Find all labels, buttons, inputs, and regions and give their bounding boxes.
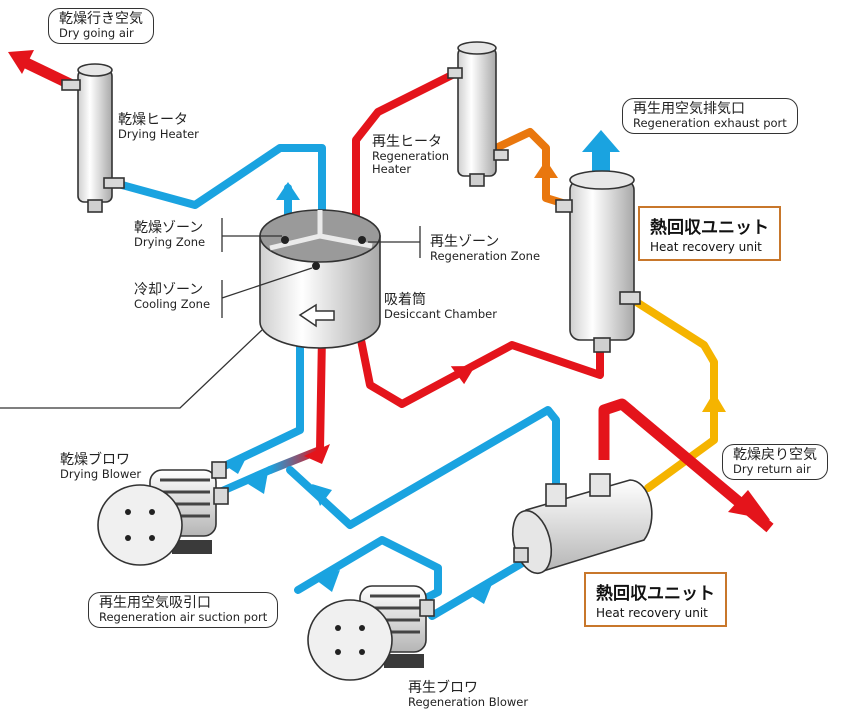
regeneration-blower-label: 再生ブロワ Regeneration Blower	[408, 680, 529, 710]
regeneration-blower	[307, 585, 435, 681]
blower-loop-blue-pipe	[286, 406, 560, 529]
dry-return-air-label: 乾燥戻り空気 Dry return air	[722, 444, 828, 481]
drying-heater-unit	[61, 63, 125, 213]
heat-recovery-tower	[555, 170, 641, 353]
regeneration-suction-label: 再生用空気吸引口 Regeneration air suction port	[88, 592, 279, 629]
chamber-to-recovery-red-pipe	[356, 306, 604, 408]
heat-recovery-bottom-label: 熱回収ユニット Heat recovery unit	[584, 572, 727, 627]
cooling-zone-label: 冷却ゾーン Cooling Zone	[134, 282, 211, 312]
drying-zone-label: 乾燥ゾーン Drying Zone	[134, 220, 206, 250]
exhaust-orange-pipe	[492, 128, 576, 210]
dry-going-air-label: 乾燥行き空気 Dry going air	[48, 8, 154, 45]
dry-return-inlet	[598, 398, 774, 533]
regeneration-exhaust-label: 再生用空気排気口 Regeneration exhaust port	[622, 98, 798, 135]
regeneration-heater-label: 再生ヒータ Regeneration Heater	[372, 134, 450, 177]
heat-recovery-top-label: 熱回収ユニット Heat recovery unit	[638, 206, 781, 261]
leader-lines	[0, 218, 421, 409]
desiccant-chamber-label: 吸着筒 Desiccant Chamber	[384, 292, 497, 322]
regeneration-heater-unit	[447, 41, 509, 187]
blower-supply-blue-pipes	[212, 331, 330, 496]
drying-heater-label: 乾燥ヒータ Drying Heater	[118, 112, 199, 142]
regeneration-zone-label: 再生ゾーン Regeneration Zone	[430, 234, 541, 264]
drying-blower	[97, 461, 229, 566]
suction-blue-pipe	[294, 536, 528, 620]
return-yellow-pipe	[626, 294, 726, 492]
heat-recovery-drum	[511, 473, 653, 575]
desiccant-chamber	[259, 209, 381, 349]
drying-blower-label: 乾燥ブロワ Drying Blower	[60, 452, 142, 482]
